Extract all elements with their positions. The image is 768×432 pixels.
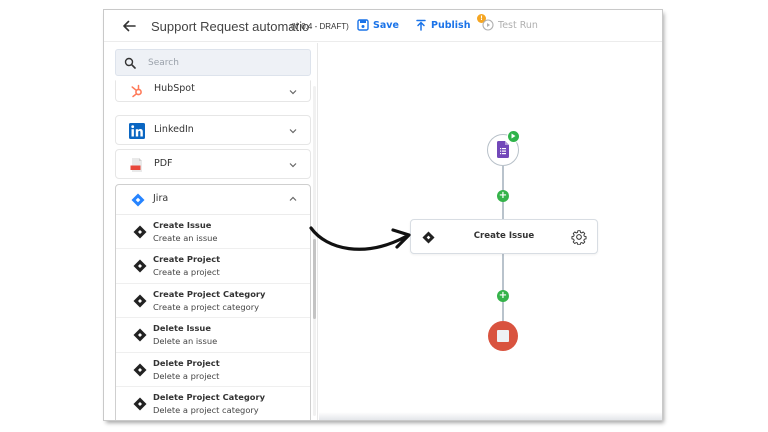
- play-circle-icon: [482, 19, 494, 31]
- action-title: Create Project Category: [153, 288, 266, 299]
- publish-label: Publish: [431, 19, 471, 31]
- action-title: Delete Project: [153, 357, 220, 368]
- action-title: Create Project: [153, 254, 221, 265]
- test-run-label: Test Run: [498, 19, 538, 31]
- action-create-project-category[interactable]: Create Project Category Create a project…: [116, 284, 310, 319]
- connector-line: [502, 254, 504, 321]
- google-forms-icon: [497, 141, 509, 158]
- jira-icon: [131, 193, 145, 207]
- test-run-button[interactable]: Test Run: [482, 19, 538, 31]
- action-description: Delete a project: [153, 370, 220, 381]
- jira-action-icon: [133, 294, 147, 308]
- app-sidebar: HubSpot LinkedIn PDF: [104, 43, 318, 420]
- app-item-pdf[interactable]: PDF: [115, 149, 311, 179]
- jira-action-icon: [133, 259, 147, 273]
- jira-action-icon: [133, 397, 147, 411]
- action-delete-project-category[interactable]: Delete Project Category Delete a project…: [116, 387, 310, 420]
- action-description: Delete an issue: [153, 336, 218, 347]
- workflow-canvas[interactable]: + Create Issue +: [319, 43, 662, 420]
- publish-button[interactable]: Publish: [415, 19, 470, 31]
- action-create-project[interactable]: Create Project Create a project: [116, 249, 310, 284]
- step-card-create-issue[interactable]: Create Issue: [410, 219, 598, 254]
- version-badge: (V 0.4 - DRAFT): [291, 22, 349, 31]
- step-label: Create Issue: [473, 231, 535, 241]
- app-label: LinkedIn: [154, 124, 194, 135]
- publish-icon: [416, 19, 426, 31]
- save-button[interactable]: Save: [357, 19, 399, 31]
- app-label: Jira: [153, 193, 169, 204]
- action-description: Delete a project category: [153, 404, 259, 415]
- save-icon: [357, 19, 369, 31]
- jira-action-icon: [133, 225, 147, 239]
- action-description: Create a project: [153, 267, 220, 278]
- action-title: Delete Project Category: [153, 391, 266, 402]
- app-window: Support Request automatio (V 0.4 - DRAFT…: [104, 10, 662, 420]
- app-item-jira: Jira Create Issue Create an issue Create…: [115, 184, 311, 420]
- chevron-down-icon: [289, 129, 297, 134]
- pdf-icon: [130, 158, 142, 172]
- workflow-title[interactable]: Support Request automatio: [151, 19, 310, 34]
- action-delete-project[interactable]: Delete Project Delete a project: [116, 353, 310, 387]
- end-node[interactable]: [488, 321, 518, 351]
- sidebar-scrollbar-thumb[interactable]: [313, 239, 316, 319]
- search-input[interactable]: [148, 57, 298, 68]
- jira-header[interactable]: Jira: [116, 185, 310, 215]
- warning-badge: !: [477, 14, 486, 23]
- action-description: Create a project category: [153, 301, 260, 312]
- linkedin-icon: [129, 123, 145, 139]
- save-label: Save: [373, 19, 399, 31]
- arrow-left-icon[interactable]: [121, 18, 137, 34]
- trigger-node[interactable]: [487, 134, 519, 166]
- action-delete-issue[interactable]: Delete Issue Delete an issue: [116, 318, 310, 353]
- chevron-down-icon: [289, 90, 297, 95]
- add-step-button[interactable]: +: [497, 290, 509, 302]
- action-create-issue[interactable]: Create Issue Create an issue: [116, 215, 310, 250]
- gear-icon[interactable]: [571, 229, 587, 245]
- hubspot-icon: [131, 84, 142, 98]
- canvas-bottom-edge: [319, 412, 662, 420]
- action-description: Create an issue: [153, 233, 218, 243]
- top-toolbar: Support Request automatio (V 0.4 - DRAFT…: [104, 10, 662, 42]
- drag-arrow-annotation: [309, 226, 411, 251]
- app-label: HubSpot: [154, 83, 195, 94]
- chevron-down-icon: [289, 163, 297, 168]
- stop-icon: [497, 330, 509, 342]
- add-step-button[interactable]: +: [497, 190, 509, 202]
- app-item-hubspot[interactable]: HubSpot: [115, 80, 311, 102]
- search-box[interactable]: [115, 49, 311, 76]
- app-item-linkedin[interactable]: LinkedIn: [115, 115, 311, 145]
- action-title: Create Issue: [153, 220, 212, 230]
- search-icon: [124, 57, 136, 69]
- chevron-up-icon: [289, 196, 297, 201]
- jira-action-icon: [133, 328, 147, 342]
- action-title: Delete Issue: [153, 323, 211, 334]
- jira-action-icon: [133, 363, 147, 377]
- app-label: PDF: [154, 158, 173, 169]
- play-icon: [507, 130, 520, 143]
- jira-action-icon: [422, 231, 435, 244]
